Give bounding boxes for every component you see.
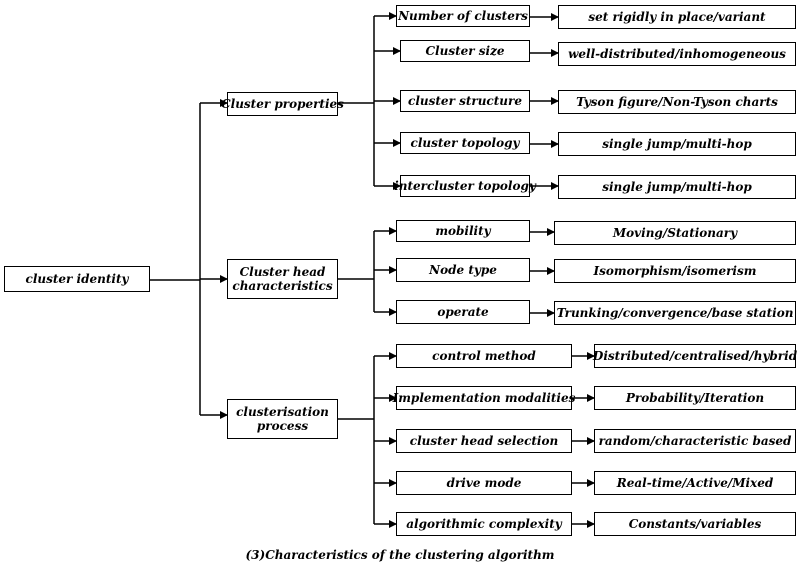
value-node-cluster-topology: single jump/multi-hop — [558, 132, 796, 156]
value-node-cluster-structure: Tyson figure/Non-Tyson charts — [558, 90, 796, 114]
value-node-number-of-clusters: set rigidly in place/variant — [558, 5, 796, 29]
item-node-cluster-topology: cluster topology — [400, 132, 530, 154]
value-node-mobility: Moving/Stationary — [554, 221, 796, 245]
value-node-node-type: Isomorphism/isomerism — [554, 259, 796, 283]
item-node-implementation-modalities: Implementation modalities — [393, 386, 575, 410]
group-node-clusterisation-process: clusterisation process — [227, 399, 338, 439]
root-node: cluster identity — [4, 266, 150, 292]
value-node-control-method: Distributed/centralised/hybrid — [593, 344, 797, 368]
item-node-drive-mode: drive mode — [396, 471, 572, 495]
item-node-mobility: mobility — [396, 220, 530, 242]
value-node-drive-mode: Real-time/Active/Mixed — [594, 471, 796, 495]
value-node-algorithmic-complexity: Constants/variables — [594, 512, 796, 536]
item-node-operate: operate — [396, 300, 530, 324]
value-node-implementation-modalities: Probability/Iteration — [594, 386, 796, 410]
group-node-cluster-properties: Cluster properties — [221, 92, 344, 116]
item-node-intercluster-topology: intercluster topology — [394, 175, 536, 197]
group-node-cluster-head-characteristics: Cluster head characteristics — [227, 259, 338, 299]
value-node-cluster-head-selection: random/characteristic based — [594, 429, 796, 453]
item-node-cluster-head-selection: cluster head selection — [396, 429, 572, 453]
item-node-control-method: control method — [396, 344, 572, 368]
item-node-node-type: Node type — [396, 258, 530, 282]
item-node-cluster-size: Cluster size — [400, 40, 530, 62]
value-node-operate: Trunking/convergence/base station — [554, 301, 796, 325]
item-node-cluster-structure: cluster structure — [400, 90, 530, 112]
item-node-algorithmic-complexity: algorithmic complexity — [396, 512, 572, 536]
value-node-cluster-size: well-distributed/inhomogeneous — [558, 42, 796, 66]
figure-caption: (3)Characteristics of the clustering alg… — [245, 548, 555, 562]
value-node-intercluster-topology: single jump/multi-hop — [558, 175, 796, 199]
item-node-number-of-clusters: Number of clusters — [396, 5, 530, 27]
